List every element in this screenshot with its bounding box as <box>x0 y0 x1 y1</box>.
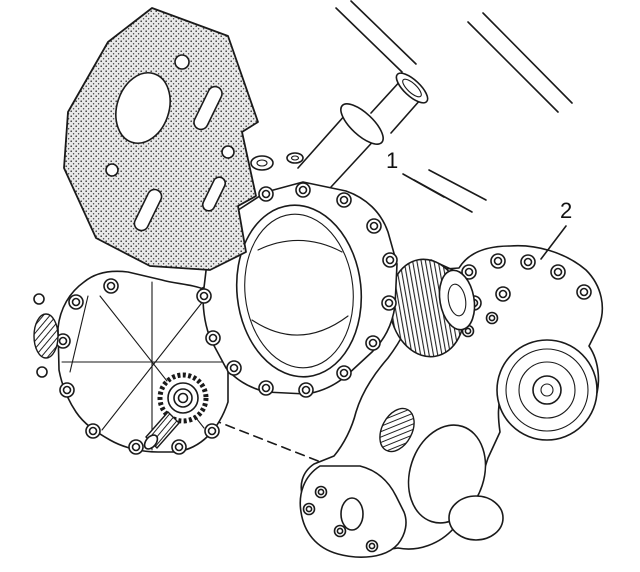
bolt-boss <box>68 294 84 310</box>
bolt-hole <box>485 311 499 325</box>
bolt-hole <box>258 186 274 202</box>
shaft-end-face <box>395 72 429 104</box>
bolt-hole <box>365 335 381 351</box>
bolt-hole <box>490 253 506 269</box>
shaft-sleeve-end <box>340 103 384 145</box>
callout-2-label: 2 <box>560 198 573 223</box>
bracket-plate <box>63 7 259 271</box>
bolt-hole <box>520 254 536 270</box>
bolt-hole <box>365 539 379 553</box>
housing-lobe <box>448 495 504 541</box>
bolt-hole <box>576 284 592 300</box>
bolt-hole <box>258 380 274 396</box>
bracket-slot <box>193 85 223 131</box>
bolt-boss <box>59 382 75 398</box>
bolt-hole <box>295 182 311 198</box>
body-structure-lines <box>335 0 573 213</box>
bracket-slot <box>201 176 227 212</box>
bracket-hole <box>105 163 119 177</box>
bolt-hole <box>382 252 398 268</box>
callout-2-leader <box>540 225 567 260</box>
bolt-boss <box>128 439 144 455</box>
bolt-hole <box>336 365 352 381</box>
bolt-hole <box>205 330 221 346</box>
coupling-ring <box>438 269 476 331</box>
bolt-hole <box>381 295 397 311</box>
bolt-hole <box>226 360 242 376</box>
transaxle-case <box>33 152 398 455</box>
bolt-hole <box>196 288 212 304</box>
bolt-hole <box>302 502 316 516</box>
bolt-hole <box>333 524 347 538</box>
bracket-large-hole <box>115 72 171 144</box>
breather-boss <box>250 155 274 171</box>
pinion-spline <box>379 407 415 453</box>
callout-leader-lines <box>402 173 567 260</box>
bolt-boss <box>85 423 101 439</box>
bolt-hole <box>298 382 314 398</box>
bolt-hole <box>550 264 566 280</box>
bolt-hole <box>336 192 352 208</box>
side-spline <box>33 313 59 359</box>
transfer-case-assembly <box>299 244 604 558</box>
bracket-hole <box>221 145 235 159</box>
bolt-boss <box>204 423 220 439</box>
bolt-hole <box>495 286 511 302</box>
bolt-hole <box>314 485 328 499</box>
drive-shaft <box>297 72 429 188</box>
mounting-bracket <box>63 7 259 271</box>
breather-boss <box>286 152 304 164</box>
bracket-hole <box>174 54 190 70</box>
bracket-slot <box>133 188 163 232</box>
bolt-hole <box>366 218 382 234</box>
flange-opening <box>235 204 363 378</box>
callout-1-leader <box>402 173 445 198</box>
callout-1-label: 1 <box>386 148 399 173</box>
bolt-boss <box>103 278 119 294</box>
bolt-boss <box>171 439 187 455</box>
